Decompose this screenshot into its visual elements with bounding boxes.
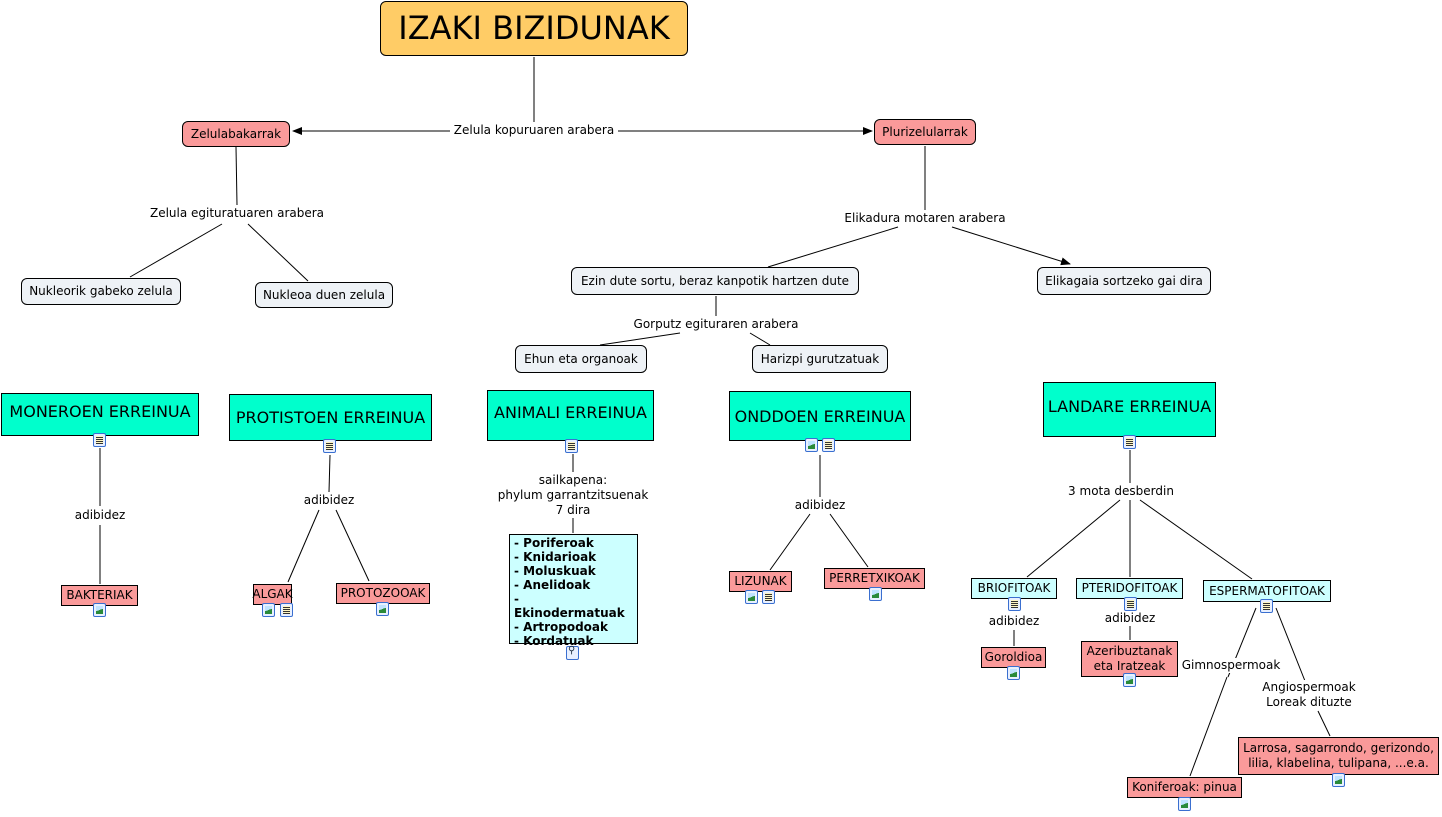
phylum-item: - Moluskuak — [514, 564, 596, 578]
concept-map-icon[interactable] — [566, 645, 579, 660]
phylum-item: - Ekinodermatuak — [514, 592, 625, 620]
node-landare-erreinua[interactable]: LANDARE ERREINUA — [1043, 382, 1216, 437]
node-nukleoa-duen[interactable]: Nukleoa duen zelula — [255, 282, 393, 308]
node-briofitoak[interactable]: BRIOFITOAK — [971, 578, 1057, 599]
sailkapena-line: sailkapena: — [538, 473, 608, 487]
link-label-angiospermoak: Angiospermoak Loreak dituzte — [1262, 680, 1356, 710]
node-moneroen-erreinua[interactable]: MONEROEN ERREINUA — [1, 393, 199, 436]
phyla-list[interactable]: - Poriferoak - Knidarioak - Moluskuak - … — [509, 534, 638, 648]
image-icon[interactable] — [376, 602, 389, 616]
node-nukleorik-gabeko[interactable]: Nukleorik gabeko zelula — [21, 278, 181, 305]
zazpi-line: 7 dira — [555, 503, 591, 517]
document-icon[interactable] — [822, 438, 835, 452]
document-icon[interactable] — [1260, 599, 1273, 613]
phylum-item: - Poriferoak — [514, 536, 594, 550]
phylum-item: - Artropodoak — [514, 620, 609, 634]
document-icon[interactable] — [1123, 435, 1136, 449]
document-icon[interactable] — [1124, 597, 1137, 611]
link-label-elikadura: Elikadura motaren arabera — [844, 211, 1006, 226]
node-goroldioa[interactable]: Goroldioa — [981, 647, 1046, 668]
node-ehun-organoak[interactable]: Ehun eta organoak — [515, 345, 647, 373]
node-elikagaia-sortzeko[interactable]: Elikagaia sortzeko gai dira — [1037, 267, 1211, 295]
link-label-adibidez: adibidez — [74, 508, 126, 523]
link-label-adibidez: adibidez — [988, 614, 1040, 629]
main-concept-title[interactable]: IZAKI BIZIDUNAK — [380, 1, 688, 56]
link-label-sailkapena: sailkapena: phylum garrantzitsuenak 7 di… — [497, 473, 649, 518]
image-icon[interactable] — [93, 603, 106, 617]
node-onddoen-erreinua[interactable]: ONDDOEN ERREINUA — [729, 391, 911, 441]
link-label-adibidez: adibidez — [794, 498, 846, 513]
node-azeribuztanak[interactable]: Azeribuztanak eta Iratzeak — [1081, 641, 1178, 677]
angio-line: Angiospermoak — [1262, 680, 1356, 694]
node-lizunak[interactable]: LIZUNAK — [729, 571, 792, 592]
phylum-line: phylum garrantzitsuenak — [497, 488, 649, 502]
link-label-gorputz: Gorputz egituraren arabera — [633, 317, 799, 332]
image-icon[interactable] — [745, 590, 758, 604]
node-espermatofitoak[interactable]: ESPERMATOFITOAK — [1203, 580, 1331, 602]
node-protozooak[interactable]: PROTOZOOAK — [336, 583, 430, 604]
node-plurizelularrak[interactable]: Plurizelularrak — [874, 119, 976, 145]
image-icon[interactable] — [1123, 673, 1136, 687]
document-icon[interactable] — [762, 590, 775, 604]
node-koniferoak[interactable]: Koniferoak: pinua — [1127, 777, 1242, 798]
document-icon[interactable] — [1008, 597, 1021, 611]
node-ezin-dute-sortu[interactable]: Ezin dute sortu, beraz kanpotik hartzen … — [571, 267, 859, 295]
node-animali-erreinua[interactable]: ANIMALI ERREINUA — [487, 390, 654, 441]
link-label-mota: 3 mota desberdin — [1068, 484, 1174, 499]
image-icon[interactable] — [1007, 666, 1020, 680]
node-zelulabakarrak[interactable]: Zelulabakarrak — [182, 121, 290, 147]
image-icon[interactable] — [262, 603, 275, 617]
node-perretxikoak[interactable]: PERRETXIKOAK — [824, 568, 925, 589]
phylum-item: - Knidarioak — [514, 550, 597, 564]
node-harizpi[interactable]: Harizpi gurutzatuak — [752, 345, 888, 373]
node-larrosa[interactable]: Larrosa, sagarrondo, gerizondo, lilia, k… — [1238, 737, 1439, 775]
link-label-adibidez: adibidez — [1104, 611, 1156, 626]
node-bakteriak[interactable]: BAKTERIAK — [61, 585, 138, 606]
link-label-adibidez: adibidez — [303, 493, 355, 508]
document-icon[interactable] — [93, 433, 106, 447]
node-algak[interactable]: ALGAK — [252, 584, 293, 605]
loreak-line: Loreak dituzte — [1266, 695, 1352, 709]
image-icon[interactable] — [869, 587, 882, 601]
node-protistoen-erreinua[interactable]: PROTISTOEN ERREINUA — [229, 394, 432, 441]
image-icon[interactable] — [1332, 773, 1345, 787]
phylum-item: - Kordatuak — [514, 634, 594, 648]
document-icon[interactable] — [280, 603, 293, 617]
link-label-kopurua: Zelula kopuruaren arabera — [453, 123, 615, 138]
document-icon[interactable] — [565, 439, 578, 453]
image-icon[interactable] — [805, 438, 818, 452]
link-label-gimnospermoak: Gimnospermoak — [1181, 658, 1281, 673]
document-icon[interactable] — [323, 439, 336, 453]
phylum-item: - Anelidoak — [514, 578, 591, 592]
link-label-egitura: Zelula egituratuaren arabera — [149, 206, 325, 221]
node-pteridofitoak[interactable]: PTERIDOFITOAK — [1076, 578, 1183, 599]
image-icon[interactable] — [1178, 797, 1191, 811]
